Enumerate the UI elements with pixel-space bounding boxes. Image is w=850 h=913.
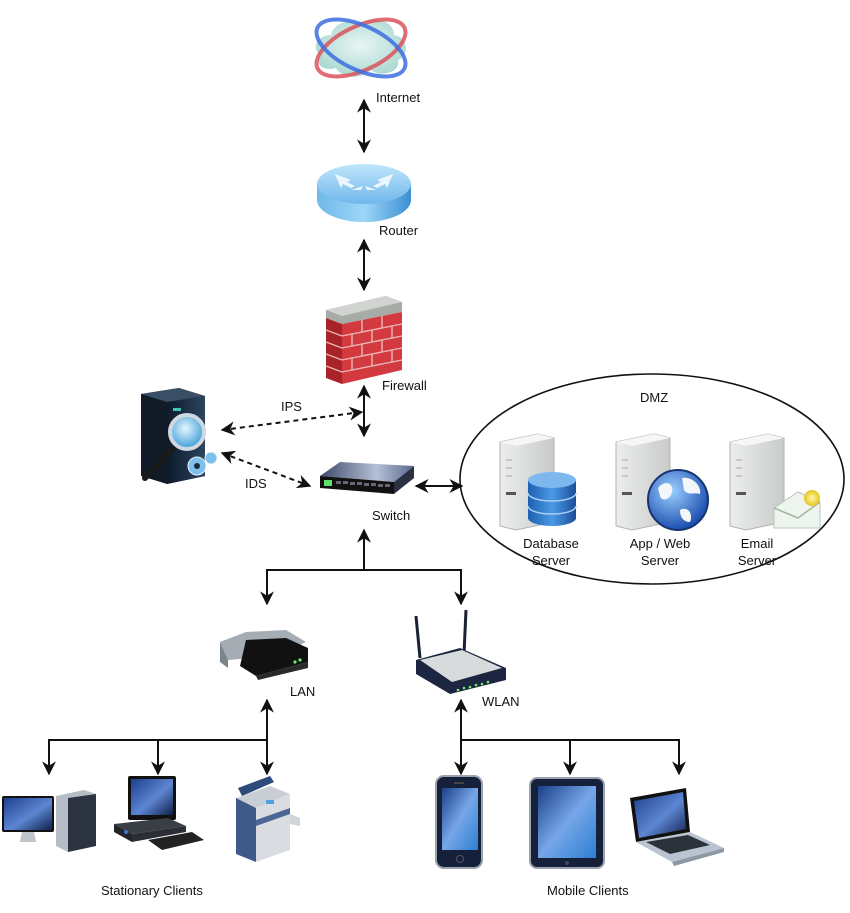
switch-label: Switch [372,508,411,523]
laptop-icon [630,788,724,866]
edge-wlan-client3 [570,739,686,776]
ips-label: IPS [281,399,302,414]
email-server-label-1: Email [740,536,774,551]
edge-wlan-client2 [461,739,577,776]
email-server-icon [729,433,821,531]
mobile-clients-label: Mobile Clients [547,883,629,898]
smartphone-icon [435,775,483,869]
email-server-label-2: Server [737,553,777,568]
router-icon [317,164,411,222]
database-server-label-1: Database [523,536,579,551]
globe-cloud-icon [314,17,408,79]
stationary-clients-label: Stationary Clients [101,883,203,898]
edge-switch-lan [260,569,364,606]
dmz-label: DMZ [640,390,669,405]
printer-copier-icon [236,776,300,862]
security-server-icon [141,388,218,484]
edge-ips [220,406,364,436]
network-switch-icon [320,462,414,494]
web-server-label-1: App / Web [629,536,691,551]
edge-ids [220,450,312,489]
lan-label: LAN [290,684,316,699]
internet-label: Internet [376,90,421,105]
tablet-icon [529,777,605,869]
wireless-router-icon [414,609,506,694]
brick-wall-icon [325,296,403,384]
edge-lan-client1 [42,739,267,776]
firewall-label: Firewall [382,378,427,393]
database-server-label-2: Server [531,553,571,568]
wlan-label: WLAN [482,694,520,709]
router-label: Router [379,223,419,238]
edge-switch-wlan [364,569,468,606]
ids-label: IDS [245,476,267,491]
dmz-zone [459,373,845,585]
desktop-tower-icon [2,790,96,852]
web-server-label-2: Server [640,553,680,568]
database-server-icon [499,433,577,531]
web-server-icon [615,433,709,531]
desktop-computer-icon [114,776,204,850]
modem-icon [220,630,308,680]
